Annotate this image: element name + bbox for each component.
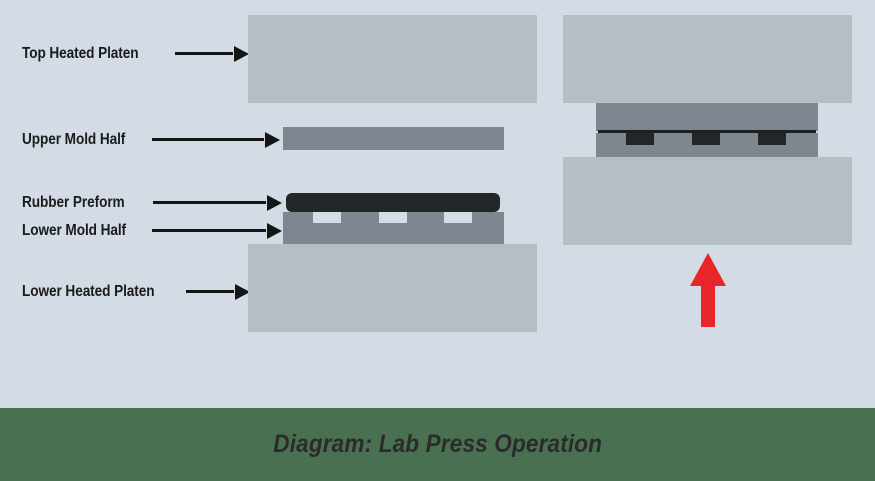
right-lower-heated-platen [563, 157, 852, 245]
leader-line-lower-heated-platen [186, 290, 234, 293]
caption-text: Diagram: Lab Press Operation [273, 430, 602, 458]
left-lower-mold-half [283, 212, 504, 244]
right-upper-mold-half [596, 103, 818, 131]
left-upper-mold-half [283, 127, 504, 150]
right-mold-cavity-1-filled [626, 133, 654, 145]
label-rubber-preform: Rubber Preform [22, 194, 125, 211]
leader-line-rubber-preform [153, 201, 266, 204]
leader-line-lower-mold-half [152, 229, 266, 232]
left-mold-cavity-2 [379, 212, 407, 223]
left-rubber-preform [286, 193, 500, 212]
caption-bar: Diagram: Lab Press Operation [0, 408, 875, 481]
diagram-canvas: Top Heated Platen Upper Mold Half Rubber… [0, 0, 875, 408]
left-lower-heated-platen [248, 244, 537, 332]
label-lower-mold-half: Lower Mold Half [22, 222, 127, 239]
upward-clamping-force-arrow [690, 253, 726, 327]
label-lower-heated-platen: Lower Heated Platen [22, 283, 155, 300]
right-mold-cavity-2-filled [692, 133, 720, 145]
right-parting-line [598, 130, 816, 133]
right-mold-cavity-3-filled [758, 133, 786, 145]
left-top-heated-platen [248, 15, 537, 103]
leader-line-upper-mold-half [152, 138, 264, 141]
left-mold-cavity-3 [444, 212, 472, 223]
left-mold-cavity-1 [313, 212, 341, 223]
right-top-heated-platen [563, 15, 852, 103]
right-lower-mold-half [596, 133, 818, 157]
label-top-heated-platen: Top Heated Platen [22, 45, 139, 62]
leader-line-top-heated-platen [175, 52, 233, 55]
label-upper-mold-half: Upper Mold Half [22, 131, 126, 148]
